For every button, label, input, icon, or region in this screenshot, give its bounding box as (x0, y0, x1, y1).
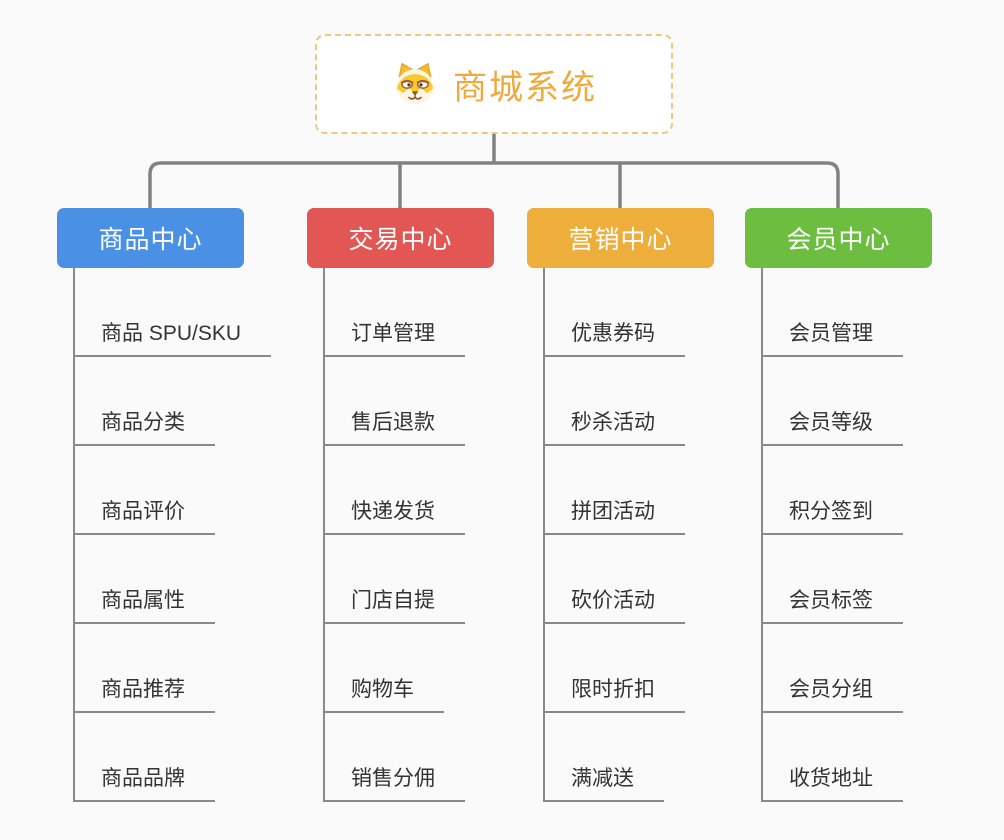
child-topic[interactable]: 满减送 (545, 713, 664, 802)
branch-label: 营销中心 (568, 226, 673, 254)
child-topic[interactable]: 会员标签 (763, 535, 903, 624)
child-topic[interactable]: 门店自提 (325, 535, 465, 624)
child-topic[interactable]: 商品推荐 (75, 624, 215, 713)
child-topic[interactable]: 优惠券码 (545, 268, 685, 357)
child-topic[interactable]: 售后退款 (325, 357, 465, 446)
branch-node-member-center[interactable]: 会员中心 (745, 208, 932, 268)
child-topic[interactable]: 购物车 (325, 624, 444, 713)
child-topic[interactable]: 销售分佣 (325, 713, 465, 802)
child-topic[interactable]: 商品品牌 (75, 713, 215, 802)
dog-face-icon (396, 63, 434, 105)
child-topic[interactable]: 收货地址 (763, 713, 903, 802)
child-topic[interactable]: 砍价活动 (545, 535, 685, 624)
branch-children: 优惠券码秒杀活动拼团活动砍价活动限时折扣满减送 (543, 268, 714, 802)
root-node[interactable]: 商城系统 (315, 34, 673, 134)
branch-label: 商品中心 (98, 226, 203, 254)
child-topic[interactable]: 限时折扣 (545, 624, 685, 713)
child-topic[interactable]: 会员等级 (763, 357, 903, 446)
child-topic[interactable]: 会员分组 (763, 624, 903, 713)
child-topic[interactable]: 拼团活动 (545, 446, 685, 535)
branch-node-marketing-center[interactable]: 营销中心 (527, 208, 714, 268)
branch-marketing-center: 营销中心 优惠券码秒杀活动拼团活动砍价活动限时折扣满减送 (527, 208, 714, 802)
child-topic[interactable]: 积分签到 (763, 446, 903, 535)
child-topic[interactable]: 订单管理 (325, 268, 465, 357)
branch-trade-center: 交易中心 订单管理售后退款快递发货门店自提购物车销售分佣 (307, 208, 494, 802)
branch-children: 订单管理售后退款快递发货门店自提购物车销售分佣 (323, 268, 494, 802)
child-topic[interactable]: 秒杀活动 (545, 357, 685, 446)
branch-label: 交易中心 (348, 226, 453, 254)
child-topic[interactable]: 商品属性 (75, 535, 215, 624)
branch-member-center: 会员中心 会员管理会员等级积分签到会员标签会员分组收货地址 (745, 208, 932, 802)
branch-children: 会员管理会员等级积分签到会员标签会员分组收货地址 (761, 268, 932, 802)
child-topic[interactable]: 商品 SPU/SKU (75, 268, 272, 357)
child-topic[interactable]: 商品分类 (75, 357, 215, 446)
branch-rail-line (148, 161, 840, 208)
child-topic[interactable]: 会员管理 (763, 268, 903, 357)
child-topic[interactable]: 商品评价 (75, 446, 215, 535)
branch-label: 会员中心 (786, 226, 891, 254)
root-title: 商城系统 (453, 68, 597, 107)
branch-node-product-center[interactable]: 商品中心 (57, 208, 244, 268)
branch-node-trade-center[interactable]: 交易中心 (307, 208, 494, 268)
child-topic[interactable]: 快递发货 (325, 446, 465, 535)
